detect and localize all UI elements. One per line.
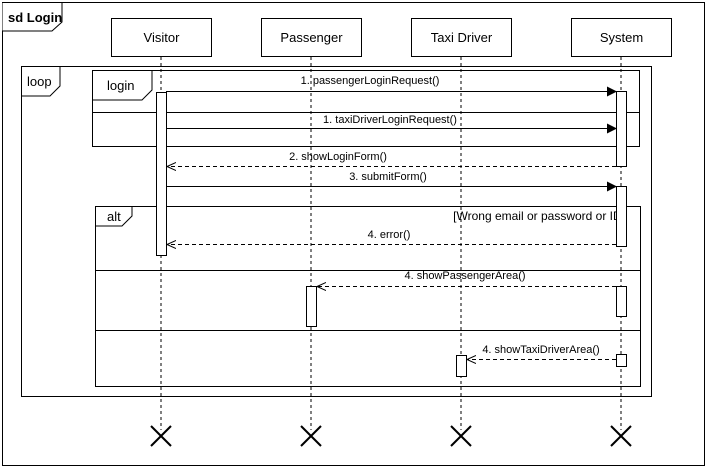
login-fragment: login (92, 70, 640, 147)
message-2: 1. taxiDriverLoginRequest() (166, 114, 617, 134)
message-7: 4. showTaxiDriverArea() (467, 344, 616, 360)
participant-label: Taxi Driver (431, 30, 493, 45)
alt-guard: [Wrong email or password or ID] (453, 209, 625, 223)
participant-label: Passenger (280, 30, 343, 45)
message-label: 1. taxiDriverLoginRequest() (323, 114, 457, 126)
participant-taxi-driver: Taxi Driver (411, 18, 512, 57)
message-label: 4. error() (368, 229, 411, 241)
destroy-taxi-driver-icon (450, 425, 472, 447)
message-label: 2. showLoginForm() (289, 151, 387, 163)
message-1: 1. passengerLoginRequest() (166, 75, 617, 97)
activation-visitor (156, 92, 167, 256)
loop-label: loop (27, 74, 52, 89)
activation-system-4 (616, 354, 627, 367)
alt-fragment: alt [Wrong email or password or ID] (95, 206, 641, 387)
participant-system: System (571, 18, 672, 57)
participant-label: System (600, 30, 643, 45)
alt-label: alt (107, 209, 121, 224)
participant-passenger: Passenger (261, 18, 362, 57)
activation-system-1 (616, 91, 627, 167)
message-label: 1. passengerLoginRequest() (301, 75, 440, 87)
message-label: 3. submitForm() (349, 171, 427, 183)
activation-passenger (306, 286, 317, 327)
activation-taxi-driver (456, 355, 467, 377)
diagram-title: sd Login (8, 10, 62, 25)
diagram-frame: sd Login (2, 2, 705, 466)
message-3: 2. showLoginForm() (167, 151, 616, 167)
message-label: 4. showTaxiDriverArea() (482, 344, 599, 356)
destroy-visitor-icon (150, 425, 172, 447)
participant-visitor: Visitor (111, 18, 212, 57)
destroy-system-icon (610, 425, 632, 447)
login-label: login (107, 78, 134, 93)
message-5: 4. error() (167, 229, 616, 245)
activation-system-3 (616, 286, 627, 317)
loop-fragment: loop (21, 66, 652, 397)
message-4: 3. submitForm() (166, 171, 617, 192)
participant-label: Visitor (144, 30, 181, 45)
message-6: 4. showPassengerArea() (317, 270, 616, 287)
message-label: 4. showPassengerArea() (404, 270, 525, 282)
destroy-passenger-icon (300, 425, 322, 447)
activation-system-2 (616, 186, 627, 247)
